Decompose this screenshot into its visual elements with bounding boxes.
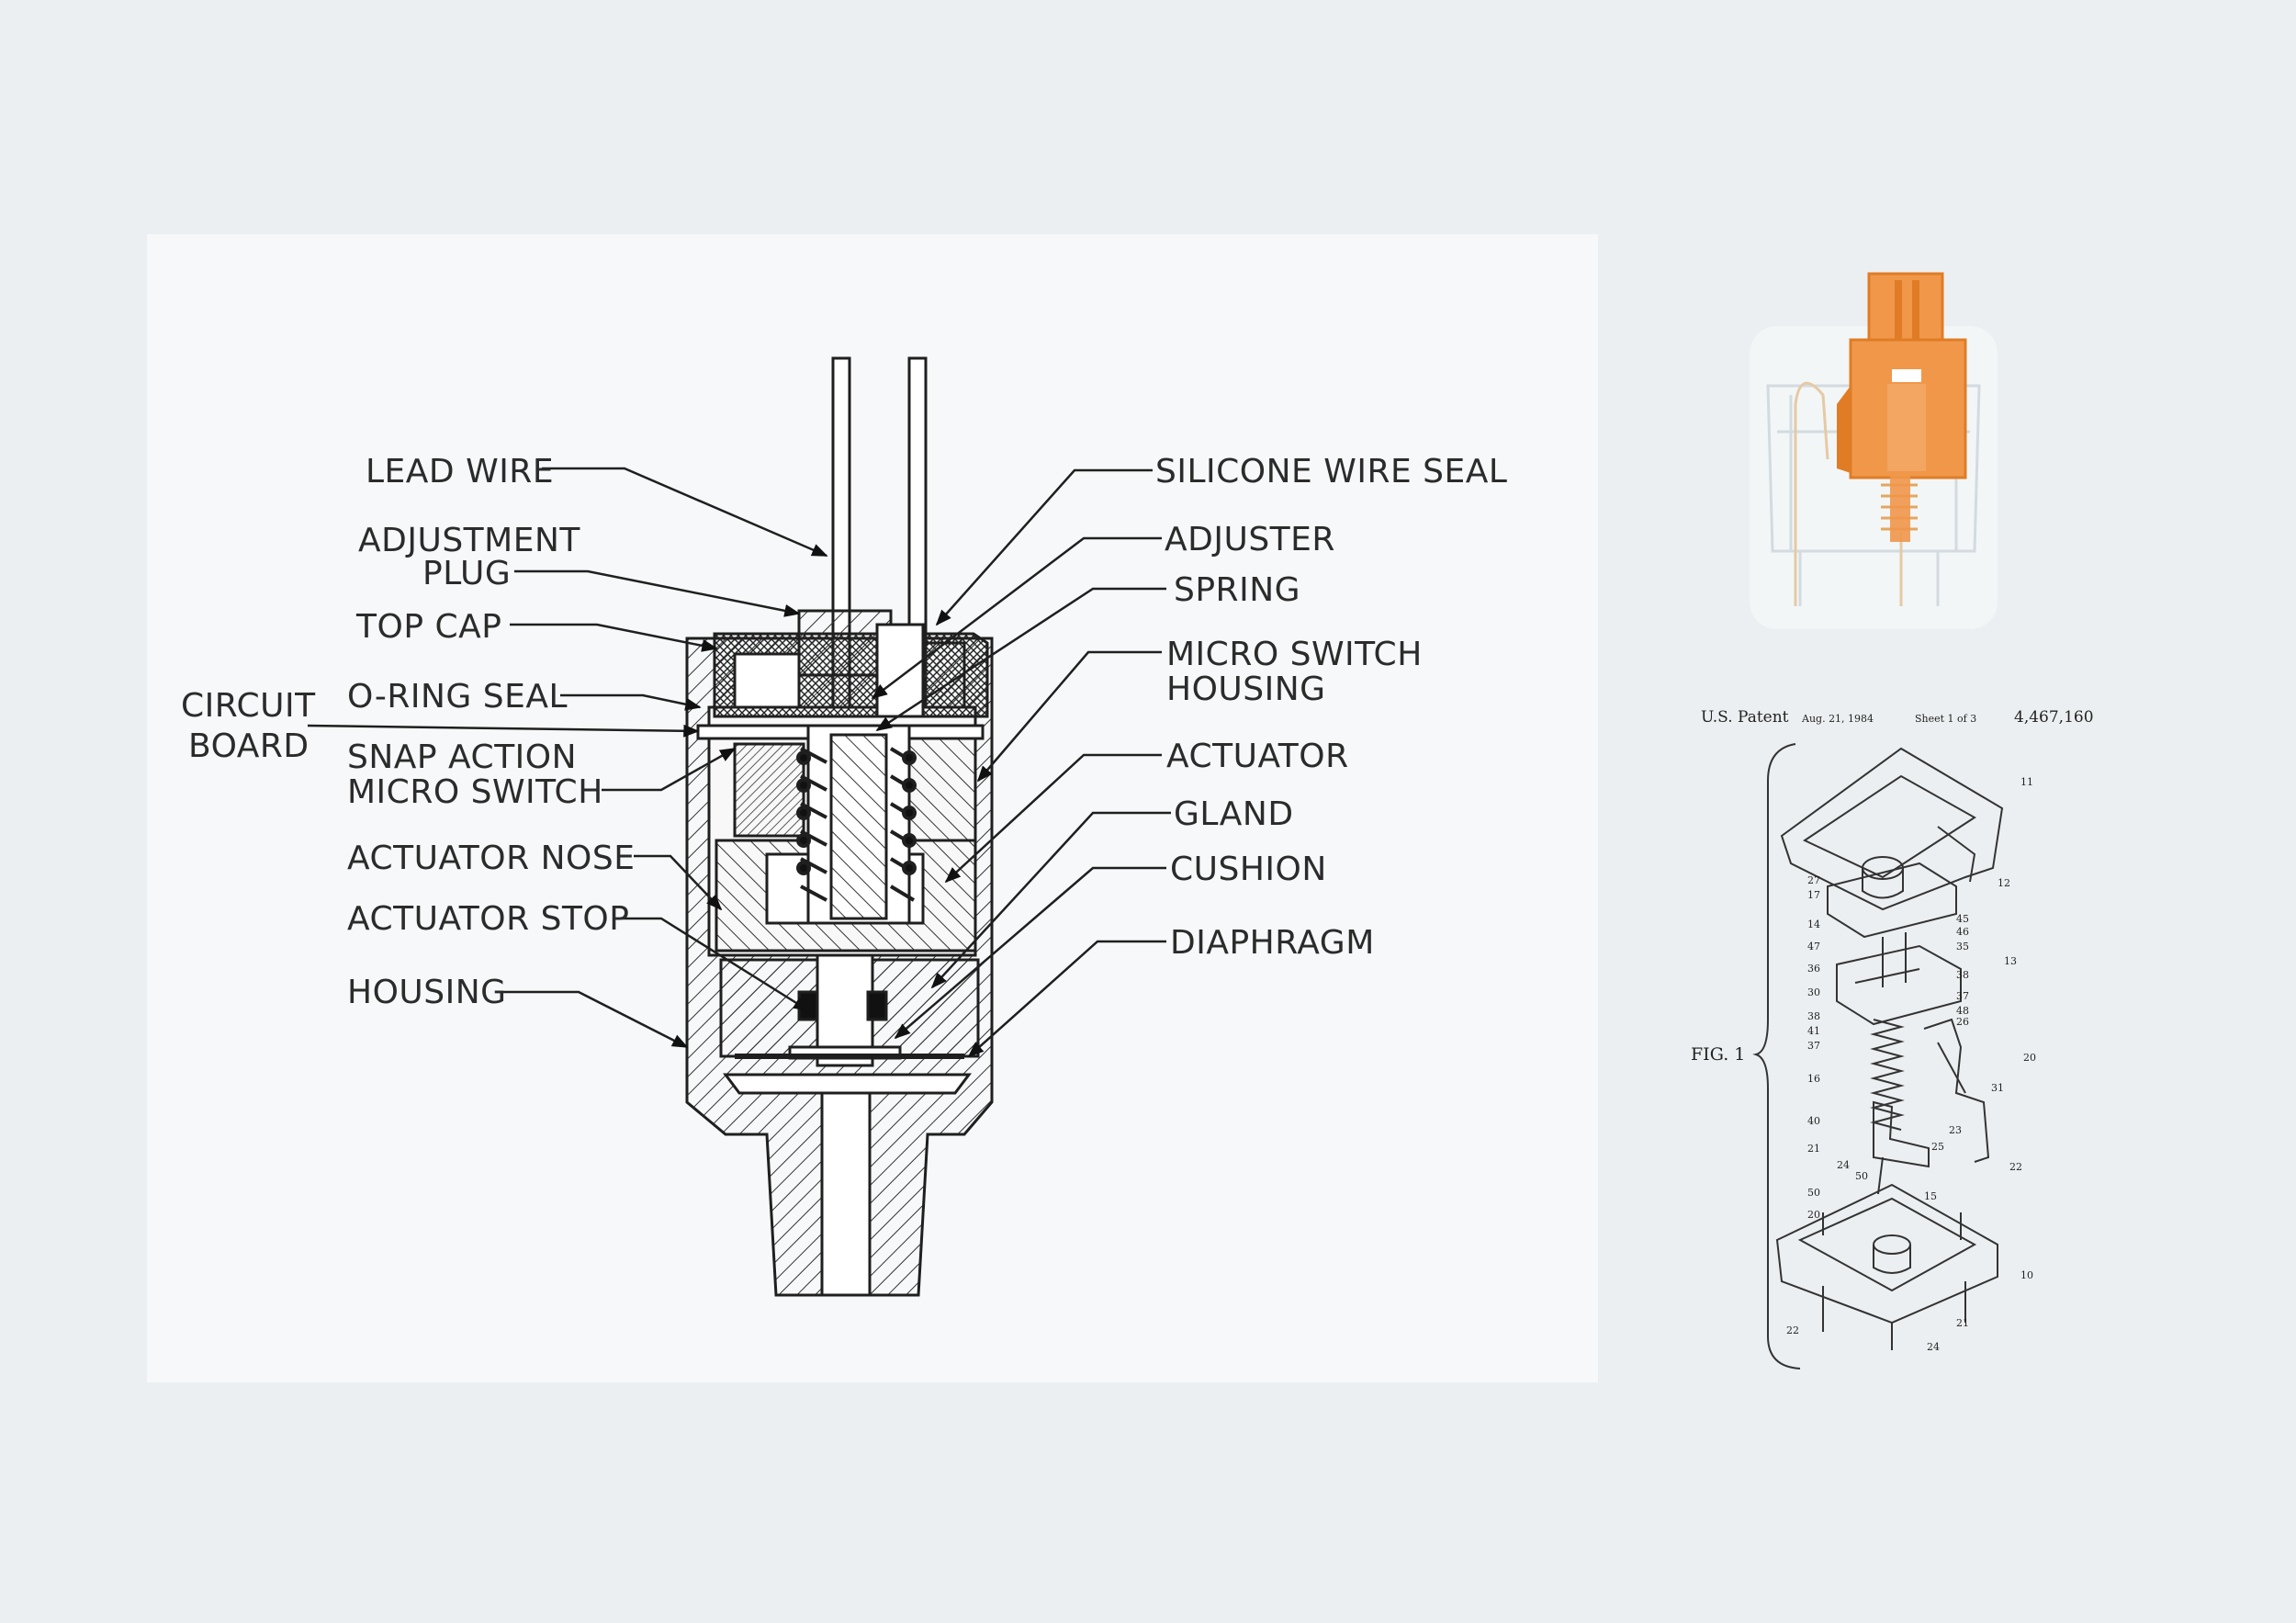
label-silicone-wire-seal: SILICONE WIRE SEAL — [1155, 453, 1507, 490]
top-cap-body — [713, 609, 989, 718]
ref-numeral: 22 — [2009, 1161, 2022, 1173]
label-cushion: CUSHION — [1170, 851, 1327, 888]
ref-numeral: 17 — [1807, 889, 1820, 901]
label-diaphragm: DIAPHRAGM — [1170, 924, 1375, 962]
ref-numeral: 20 — [1807, 1209, 1820, 1221]
ref-numeral: 27 — [1807, 874, 1820, 886]
label-snap-action-2: MICRO SWITCH — [347, 773, 603, 811]
ref-numeral: 24 — [1837, 1159, 1850, 1171]
gland-section — [719, 953, 980, 1067]
adjuster-column — [806, 724, 911, 925]
ref-numeral: 38 — [1956, 969, 1969, 981]
label-circuit-board: CIRCUIT — [181, 687, 316, 725]
patent-figure: U.S. Patent Aug. 21, 1984 Sheet 1 of 3 4… — [1691, 708, 2094, 1369]
ref-numeral: 45 — [1956, 913, 1969, 925]
label-actuator-stop: ACTUATOR STOP — [347, 900, 629, 938]
ref-numeral: 16 — [1807, 1073, 1820, 1085]
ref-numeral: 12 — [1998, 877, 2010, 889]
ref-numeral: 14 — [1807, 919, 1820, 930]
ref-numeral: 11 — [2020, 776, 2033, 788]
ref-numeral: 47 — [1807, 941, 1820, 952]
patent-number: 4,467,160 — [2014, 708, 2094, 727]
ref-numeral: 41 — [1807, 1025, 1820, 1037]
ref-numeral: 21 — [1807, 1143, 1820, 1155]
label-snap-action: SNAP ACTION — [347, 738, 577, 776]
label-micro-switch-housing-2: HOUSING — [1166, 671, 1326, 708]
label-spring: SPRING — [1174, 571, 1300, 609]
label-top-cap: TOP CAP — [355, 608, 501, 646]
ref-numeral: 20 — [2023, 1052, 2036, 1064]
label-o-ring-seal: O-RING SEAL — [347, 678, 568, 716]
label-micro-switch-housing: MICRO SWITCH — [1166, 636, 1423, 673]
spring-coil — [796, 747, 917, 902]
ref-numeral: 48 — [1956, 1005, 1969, 1017]
leader-lines — [307, 467, 1171, 1058]
pressure-switch-cross-section — [685, 356, 994, 1297]
ref-numeral: 31 — [1991, 1082, 2004, 1094]
patent-sheet: Sheet 1 of 3 — [1915, 713, 1976, 725]
ref-numeral: 26 — [1956, 1016, 1969, 1028]
ref-numeral: 10 — [2020, 1269, 2033, 1281]
keyboard-switch-illustration — [1750, 272, 1998, 629]
ref-numeral: 37 — [1807, 1040, 1820, 1052]
label-adjustment-plug: ADJUSTMENT — [358, 522, 580, 559]
label-actuator-nose: ACTUATOR NOSE — [347, 840, 635, 877]
ref-numeral: 50 — [1807, 1187, 1820, 1199]
ref-numeral: 15 — [1924, 1190, 1937, 1202]
label-actuator: ACTUATOR — [1166, 738, 1349, 775]
ref-numeral: 13 — [2004, 955, 2017, 967]
label-lead-wire: LEAD WIRE — [366, 453, 554, 490]
snap-action-switch-body — [733, 742, 805, 838]
patent-figure-label: FIG. 1 — [1691, 1044, 1745, 1065]
ref-numeral: 50 — [1855, 1170, 1868, 1182]
ref-numeral: 46 — [1956, 926, 1969, 938]
ref-numeral: 30 — [1807, 986, 1820, 998]
label-circuit-board-2: BOARD — [188, 727, 310, 765]
label-gland: GLAND — [1174, 795, 1294, 833]
label-housing: HOUSING — [347, 974, 507, 1011]
ref-numeral: 36 — [1807, 963, 1820, 975]
ref-numeral: 22 — [1786, 1324, 1799, 1336]
label-adjustment-plug-2: PLUG — [422, 555, 511, 592]
patent-office: U.S. Patent — [1701, 708, 1789, 727]
ref-numeral: 25 — [1931, 1141, 1944, 1153]
ref-numeral: 21 — [1956, 1317, 1969, 1329]
ref-numeral: 23 — [1949, 1124, 1962, 1136]
patent-date: Aug. 21, 1984 — [1801, 713, 1874, 725]
ref-numeral: 37 — [1956, 990, 1969, 1002]
callout-labels: LEAD WIRE ADJUSTMENT PLUG TOP CAP CIRCUI… — [181, 453, 1507, 1011]
label-adjuster: ADJUSTER — [1165, 521, 1335, 558]
ref-numeral: 24 — [1927, 1341, 1940, 1353]
ref-numeral: 35 — [1956, 941, 1969, 952]
ref-numeral: 38 — [1807, 1010, 1820, 1022]
ref-numeral: 40 — [1807, 1115, 1820, 1127]
